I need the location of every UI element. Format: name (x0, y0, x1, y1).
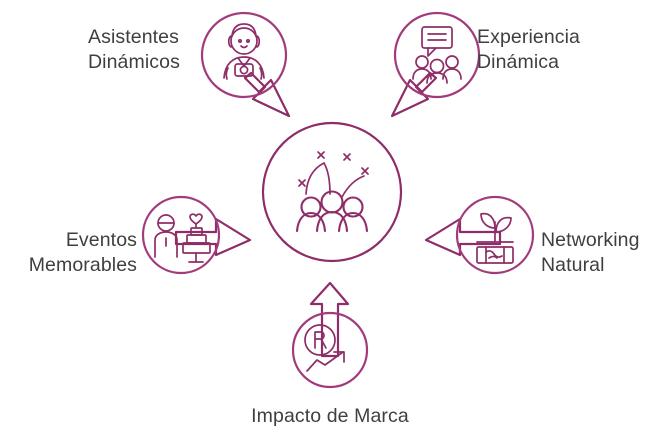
center-node[interactable] (261, 121, 403, 263)
arrow-networking-to-center (424, 217, 502, 257)
label-impacto-de-marca: Impacto de Marca (251, 405, 409, 427)
node-asistentes-dinamicos[interactable] (200, 11, 288, 99)
label-experiencia-dinamica: Experiencia Dinámica (477, 26, 580, 73)
celebration-people-icon (295, 151, 369, 233)
chat-group-icon (412, 26, 462, 84)
arrow-impacto-to-center (309, 281, 350, 358)
arrow-experiencia-to-center (390, 71, 438, 118)
node-experiencia-dinamica[interactable] (393, 11, 481, 99)
person-cake-icon (154, 213, 211, 263)
label-asistentes-dinamicos: Asistentes Dinámicos (88, 26, 180, 73)
hostess-woman-icon (223, 23, 265, 80)
label-eventos-memorables: Eventos Memorables (28, 229, 137, 276)
node-impacto-de-marca[interactable] (291, 311, 369, 389)
node-eventos-memorables[interactable] (141, 195, 221, 275)
trademark-growth-icon (304, 324, 345, 372)
handshake-sprout-icon (476, 212, 514, 264)
arrow-asistentes-to-center (243, 71, 291, 118)
node-networking-natural[interactable] (455, 195, 535, 275)
label-networking-natural: Networking Natural (541, 229, 640, 276)
